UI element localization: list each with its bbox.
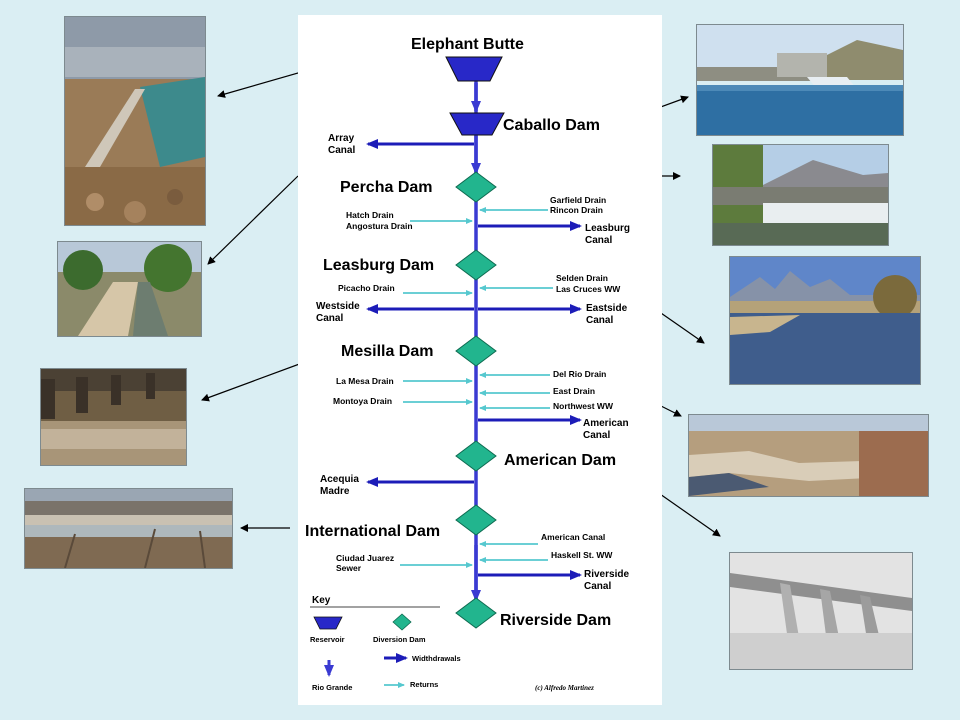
dam-label-american: American Dam (504, 452, 616, 469)
canal-label-array: Array (328, 133, 355, 144)
canal-label-eastside: Eastside (586, 303, 628, 314)
canal-label-acequia-2: Madre (320, 486, 350, 497)
legend-returns-label: Returns (410, 680, 438, 689)
elephant-butte-dam-photo (64, 16, 206, 226)
leasburg-river-photo (729, 256, 921, 385)
percha-dam-photo (712, 144, 889, 246)
caballo-dam-photo (696, 24, 904, 136)
canal-label-westside-2: Canal (316, 313, 343, 324)
dam-label-leasburg: Leasburg Dam (323, 257, 434, 274)
elephant-butte-reservoir-icon (445, 56, 503, 82)
drain-label-picacho: Picacho Drain (338, 283, 395, 293)
drain-label-east: East Drain (553, 386, 595, 396)
riverside-dam-icon (455, 597, 497, 629)
legend: Key Reservoir Diversion Dam Rio Grande W… (310, 595, 594, 692)
leasburg-dam-icon (455, 249, 497, 281)
rio-grande-schematic: Elephant Butte Caballo Dam Percha Dam Le… (298, 15, 662, 705)
dam-label-elephant-butte: Elephant Butte (411, 36, 524, 53)
percha-dam-icon (455, 171, 497, 203)
legend-withdrawals-label: Widthdrawals (412, 654, 461, 663)
sandy-river-photo (688, 414, 929, 497)
copyright-credit: (c) Alfredo Martinez (535, 684, 594, 692)
canal-label-array-2: Canal (328, 145, 355, 156)
international-dam-photo (24, 488, 233, 569)
legend-rio-grande-label: Rio Grande (312, 683, 352, 692)
dam-label-mesilla: Mesilla Dam (341, 343, 433, 360)
pointer-arrow (207, 175, 299, 265)
canal-label-eastside-2: Canal (586, 315, 613, 326)
caballo-reservoir-icon (449, 112, 505, 136)
legend-title: Key (312, 595, 331, 606)
canal-label-leasburg-2: Canal (585, 235, 612, 246)
drain-label-angostura: Angostura Drain (346, 221, 413, 231)
canal-label-riverside-2: Canal (584, 581, 611, 592)
international-dam-icon (455, 504, 497, 536)
canal-label-american-2: Canal (583, 430, 610, 441)
canal-label-american: American (583, 418, 629, 429)
canal-label-westside: Westside (316, 301, 360, 312)
drain-label-haskell: Haskell St. WW (551, 550, 613, 560)
drain-label-garfield: Garfield Drain (550, 195, 606, 205)
canal-label-riverside: Riverside (584, 569, 629, 580)
canal-label-acequia: Acequia (320, 474, 359, 485)
legend-diversion-dam-label: Diversion Dam (373, 635, 426, 644)
drain-label-las-cruces: Las Cruces WW (556, 284, 621, 294)
dam-label-caballo: Caballo Dam (503, 117, 600, 134)
drain-label-cj-sewer: Ciudad Juarez (336, 553, 394, 563)
drain-label-american-canal: American Canal (541, 532, 605, 542)
drain-label-hatch: Hatch Drain (346, 210, 394, 220)
drain-label-la-mesa: La Mesa Drain (336, 376, 394, 386)
mesilla-dam-photo (40, 368, 187, 466)
dam-label-international: International Dam (305, 523, 440, 540)
legend-reservoir-label: Reservoir (310, 635, 345, 644)
mesilla-dam-icon (455, 335, 497, 367)
legend-diversion-dam-icon (392, 613, 412, 631)
riverside-dam-photo (729, 552, 913, 670)
drain-label-cj-sewer-2: Sewer (336, 563, 362, 573)
pointer-arrow (201, 358, 314, 402)
canal-label-leasburg: Leasburg (585, 223, 630, 234)
dam-label-percha: Percha Dam (340, 179, 433, 196)
legend-reservoir-icon (313, 616, 343, 630)
drain-label-rincon: Rincon Drain (550, 205, 603, 215)
dam-label-riverside: Riverside Dam (500, 612, 611, 629)
canal-photo (57, 241, 202, 337)
drain-label-selden: Selden Drain (556, 273, 608, 283)
drain-label-del-rio: Del Rio Drain (553, 369, 606, 379)
drain-label-northwest: Northwest WW (553, 401, 614, 411)
american-dam-icon (455, 440, 497, 472)
drain-label-montoya: Montoya Drain (333, 396, 392, 406)
